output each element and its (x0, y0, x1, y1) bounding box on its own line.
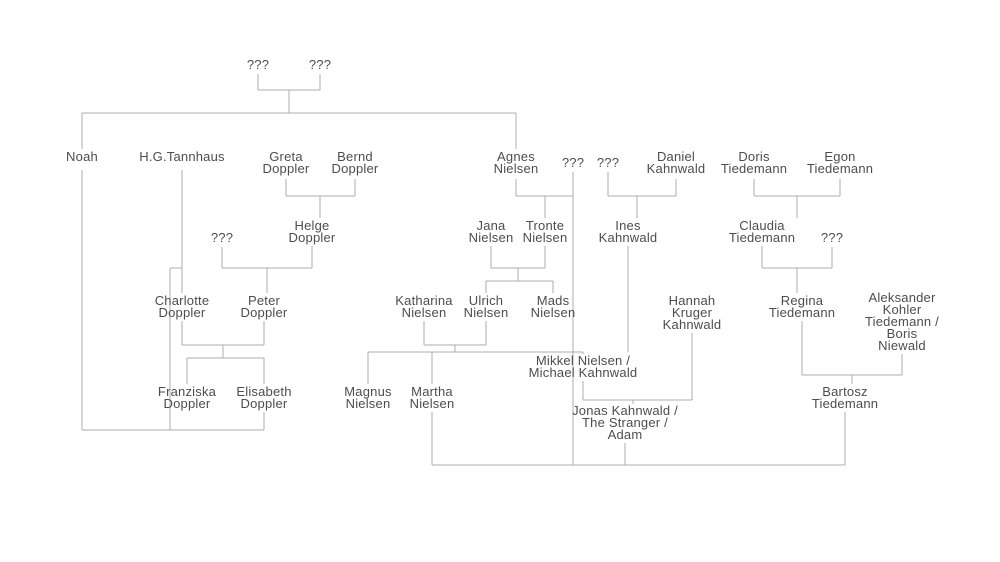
person-regina-tiedemann: Regina Tiedemann (768, 293, 836, 320)
edge-couple-unknown-top (81, 74, 517, 149)
person-jonas-kahnwald-stranger-adam: Jonas Kahnwald / The Stranger / Adam (572, 403, 678, 442)
edge-couple-regina-aleksander (801, 321, 903, 384)
person-hg-tannhaus: H.G.Tannhaus (139, 149, 225, 164)
person-peter-doppler: Peter Doppler (240, 293, 288, 320)
person-helge-doppler: Helge Doppler (288, 218, 336, 245)
edge-couple-greta-bernd (285, 179, 356, 218)
person-elisabeth-doppler: Elisabeth Doppler (236, 384, 292, 411)
person-jana-nielsen: Jana Nielsen (468, 218, 514, 245)
edge-couple-mikkel-hannah (582, 333, 693, 404)
person-agnes-nielsen: Agnes Nielsen (493, 149, 539, 176)
person-unknown-2: ??? (308, 57, 332, 72)
edge-couple-unknown-helge (221, 246, 313, 293)
person-unknown-daniel-partner: ??? (596, 155, 620, 170)
person-unknown-agnes-partner: ??? (561, 155, 585, 170)
person-claudia-tiedemann: Claudia Tiedemann (728, 218, 796, 245)
person-unknown-1: ??? (246, 57, 270, 72)
edge-couple-agnes-unknown (515, 172, 574, 218)
person-katharina-nielsen: Katharina Nielsen (395, 293, 453, 320)
edge-couple-jana-tronte (485, 246, 554, 293)
person-egon-tiedemann: Egon Tiedemann (806, 149, 874, 176)
person-bartosz-tiedemann: Bartosz Tiedemann (811, 384, 879, 411)
person-franziska-doppler: Franziska Doppler (157, 384, 217, 411)
person-tronte-nielsen: Tronte Nielsen (522, 218, 568, 245)
person-hannah-kruger-kahnwald: Hannah Kruger Kahnwald (662, 293, 722, 332)
person-mikkel-nielsen-michael-kahnwald: Mikkel Nielsen / Michael Kahnwald (528, 353, 638, 380)
edge-couple-doris-egon (753, 179, 841, 218)
person-daniel-kahnwald: Daniel Kahnwald (646, 149, 706, 176)
person-magnus-nielsen: Magnus Nielsen (344, 384, 392, 411)
edge-couple-unknown-daniel (607, 172, 677, 218)
person-ines-kahnwald: Ines Kahnwald (598, 218, 658, 245)
person-noah: Noah (66, 149, 98, 164)
person-greta-doppler: Greta Doppler (262, 149, 310, 176)
edge-couple-katharina-ulrich (367, 321, 584, 384)
edge-couple-claudia-unknown (761, 246, 833, 293)
person-mads-nielsen: Mads Nielsen (530, 293, 576, 320)
edge-couple-charlotte-peter (181, 321, 265, 384)
person-bernd-doppler: Bernd Doppler (331, 149, 379, 176)
person-charlotte-doppler: Charlotte Doppler (154, 293, 210, 320)
edge-couple-martha-jonas-origin (431, 196, 846, 466)
person-martha-nielsen: Martha Nielsen (409, 384, 455, 411)
person-unknown-helge-partner: ??? (210, 230, 234, 245)
person-ulrich-nielsen: Ulrich Nielsen (463, 293, 509, 320)
person-doris-tiedemann: Doris Tiedemann (720, 149, 788, 176)
person-aleksander-tiedemann: Aleksander Kohler Tiedemann / Boris Niew… (865, 290, 939, 353)
person-unknown-claudia-partner: ??? (820, 230, 844, 245)
edge-couple-noah-elisabeth (81, 170, 265, 431)
